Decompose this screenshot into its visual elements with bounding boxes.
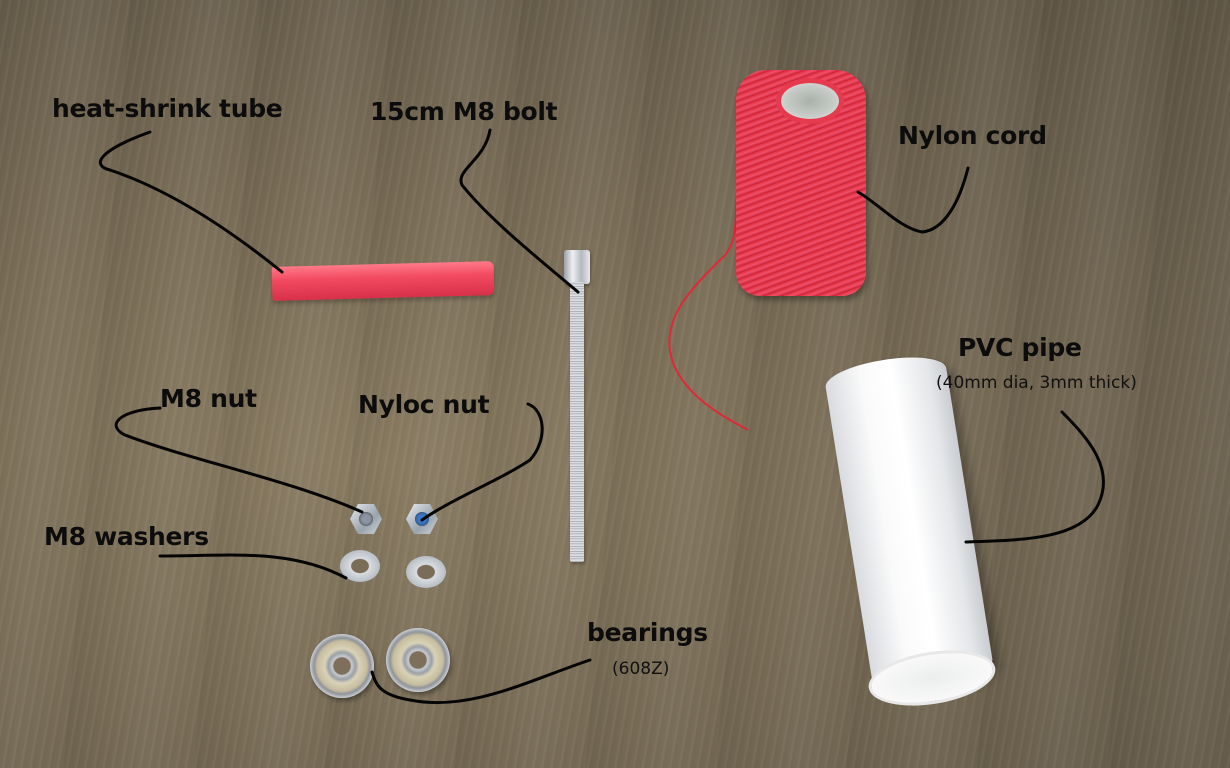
label-pvc-pipe: PVC pipe	[958, 333, 1082, 362]
label-bearings-spec: (608Z)	[612, 659, 670, 679]
label-bearings: bearings	[587, 618, 708, 647]
label-m8-washers: M8 washers	[44, 522, 209, 551]
label-nyloc-nut: Nyloc nut	[358, 390, 490, 419]
label-m8-bolt: 15cm M8 bolt	[370, 97, 558, 126]
spool-core	[776, 78, 844, 124]
m8-bolt	[570, 282, 584, 562]
label-nylon-cord: Nylon cord	[898, 121, 1047, 150]
label-heat-shrink-tube: heat-shrink tube	[52, 94, 283, 123]
bearing	[386, 628, 450, 692]
m8-washer	[406, 556, 446, 588]
label-m8-nut: M8 nut	[160, 384, 257, 413]
bolt-head	[564, 250, 590, 284]
nyloc-nut	[406, 504, 438, 534]
label-pvc-pipe-spec: (40mm dia, 3mm thick)	[936, 373, 1137, 393]
bearing	[310, 634, 374, 698]
